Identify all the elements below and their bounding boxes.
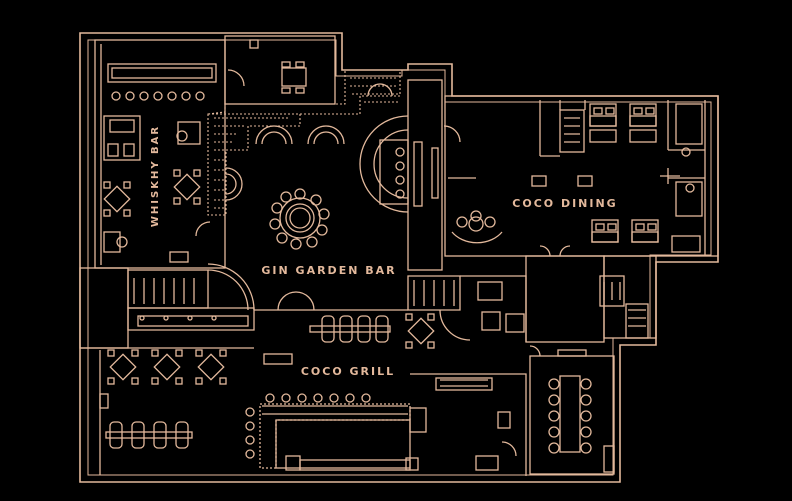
private-dining [529,345,615,475]
round-table-chairs [269,188,330,250]
whiskey-bar-room [94,39,226,269]
label-whiskey-bar: WHISKHY BAR [150,125,161,227]
garden-arch-booths [225,83,393,201]
label-coco-grill: COCO GRILL [301,365,395,378]
grill-diamond-table [405,313,435,349]
grill-booth-stools [105,421,193,449]
grill-high-tables [309,313,435,349]
stairs-core [79,267,527,349]
grill-counter-stools [245,393,371,459]
grill-table-3 [195,349,227,385]
east-rooms [525,255,657,343]
grill-table-2 [151,349,183,385]
whiskey-table-2 [173,169,201,205]
dining-tables-top [589,103,657,143]
label-gin-garden-bar: GIN GARDEN BAR [261,264,396,277]
whiskey-table-1 [103,181,131,217]
label-coco-dining: COCO DINING [512,197,617,210]
gin-garden-bar [207,79,443,311]
coco-grill-room [99,349,527,476]
private-dining-chairs [548,378,592,454]
grill-table-1 [107,349,139,385]
whiskey-bar-stools [111,91,205,101]
top-small-room [224,35,336,105]
coco-dining-room [443,95,719,257]
floor-plan-linework [79,32,719,483]
dining-tables-bottom [591,219,659,243]
